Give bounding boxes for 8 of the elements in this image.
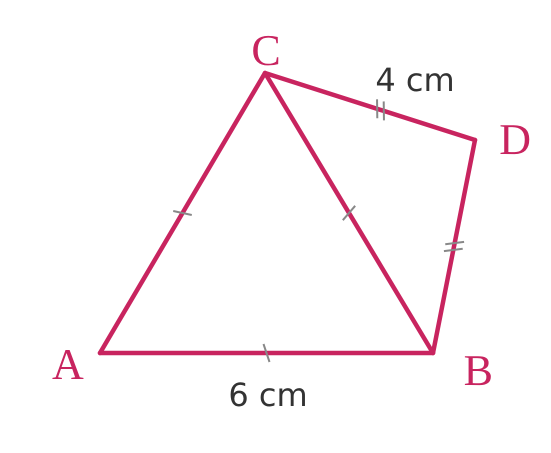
- line-segment: [98, 350, 436, 356]
- line-segment: [262, 70, 436, 356]
- vertex-label: B: [433, 346, 493, 396]
- vertex-label: A: [52, 340, 100, 390]
- line-segment: [98, 70, 268, 356]
- vertex-label: D: [475, 118, 531, 162]
- vertex-label: C: [243, 22, 289, 73]
- line-segment: [430, 138, 478, 356]
